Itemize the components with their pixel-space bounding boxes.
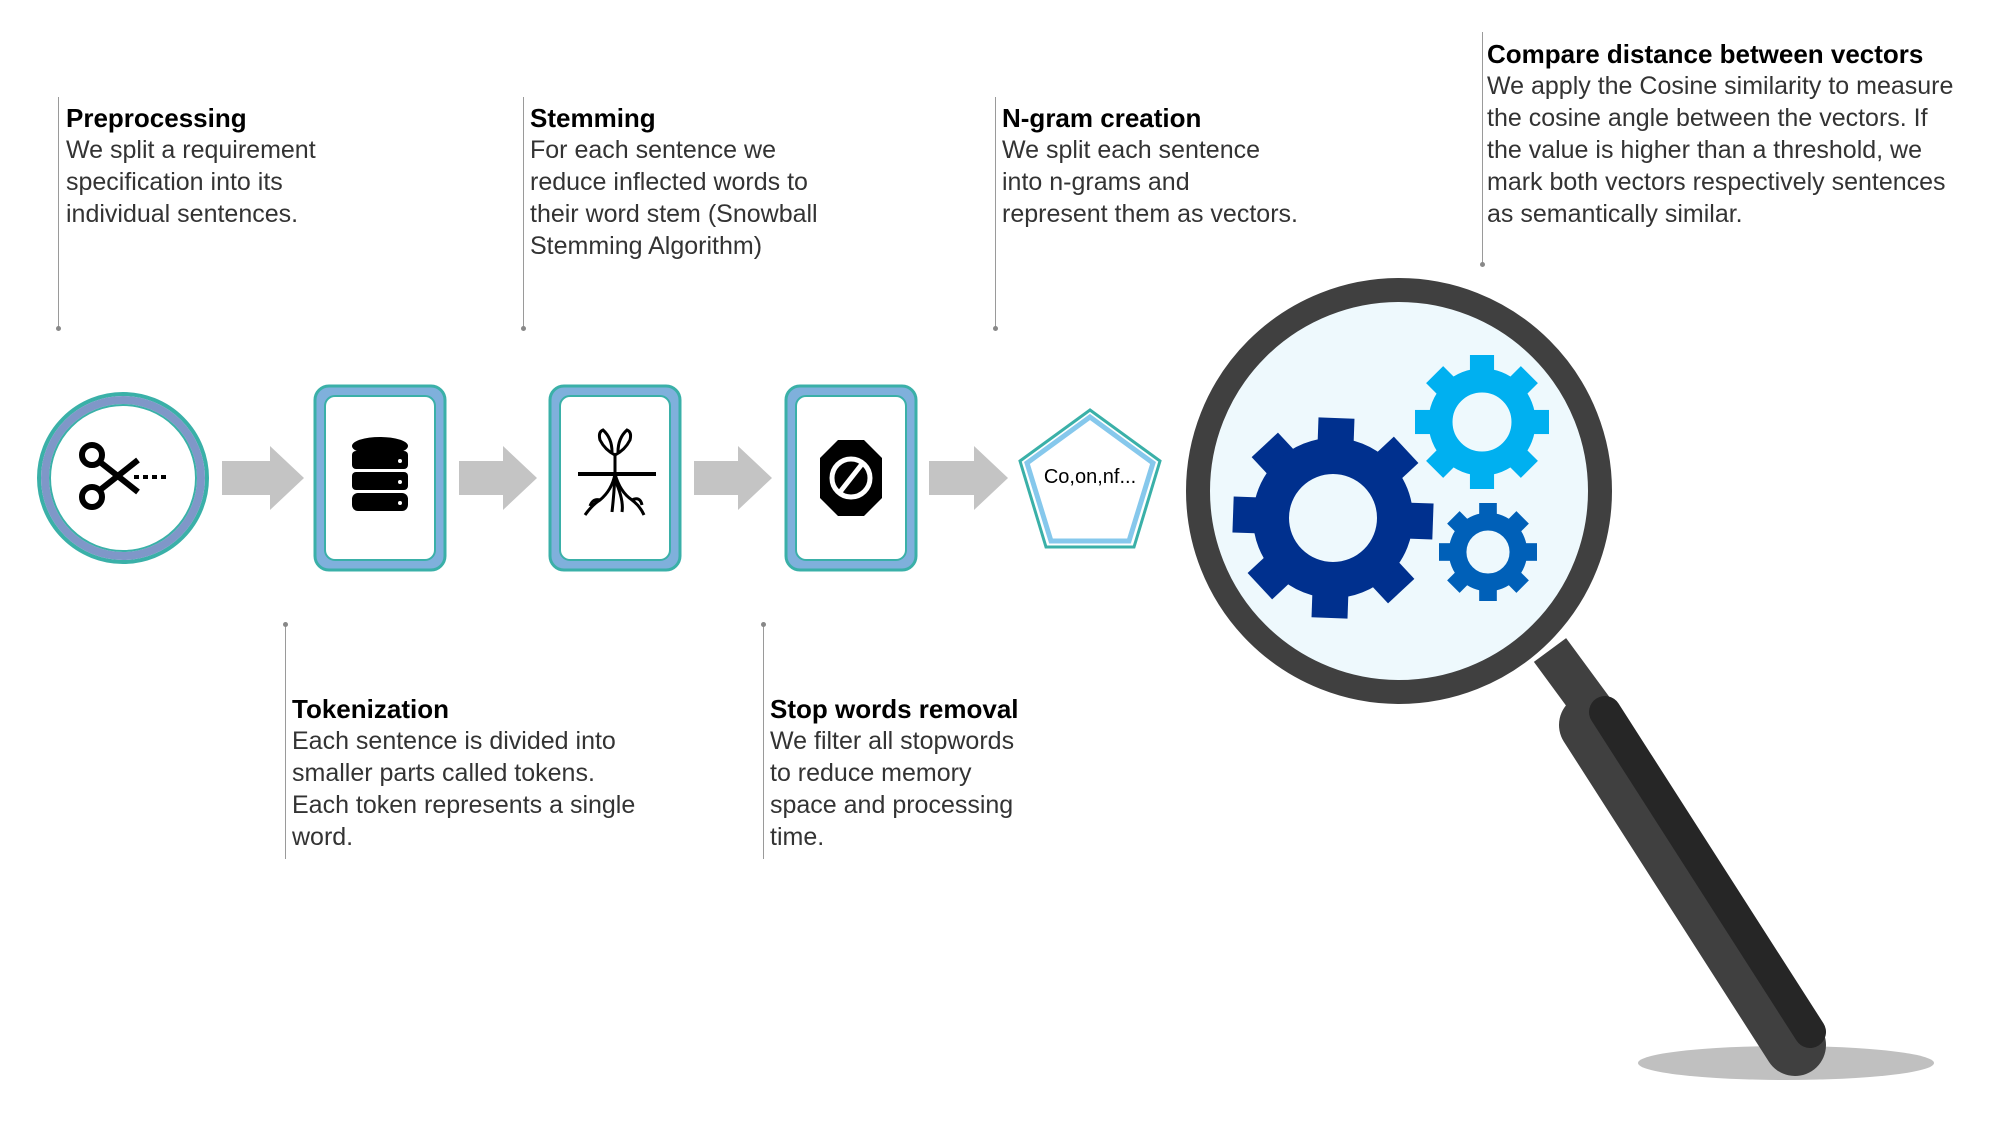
gear-ring [1253,438,1413,598]
step-title: Tokenization [292,694,449,724]
pentagon-label: Co,on,nf... [1043,466,1137,488]
step-tokenization: Tokenization Each sentence is divided in… [292,693,635,853]
step-stemming: Stemming For each sentence we reduce inf… [530,102,818,262]
step-text-line: as semantically similar. [1487,200,1743,228]
database-icon [352,437,408,511]
gear-tooth [1368,436,1419,487]
step-text-line: into n-grams and [1002,168,1190,196]
connector-tokenization [283,622,288,859]
gear-tooth [1426,366,1461,401]
arrow-3 [694,446,772,510]
step-title: Preprocessing [66,103,247,133]
arrow-4 [929,446,1008,510]
step-text-line: We split each sentence [1002,136,1261,164]
gear-tooth [1247,549,1298,600]
connector-ngram [993,97,998,331]
step-text-line: mark both vectors respectively sentences [1487,168,1946,196]
step-stopwords: Stop words removal We filter all stopwor… [770,693,1019,853]
tokenization-node [313,384,447,572]
ngram-node [1018,408,1162,549]
arrow-2 [459,446,537,510]
stemming-node [548,384,682,572]
step-text-line: their word stem (Snowball [530,200,818,228]
step-title: Stemming [530,103,656,133]
step-text-line: We filter all stopwords [770,727,1015,755]
step-text-line: For each sentence we [530,136,776,164]
stop-sign-icon [820,440,882,516]
gear-tooth [1503,366,1538,401]
gear-icon-light [1415,355,1549,489]
step-compare: Compare distance between vectors We appl… [1487,38,1953,230]
gear-icon-small [1439,503,1537,601]
step-text-line: time. [770,823,825,851]
plant-roots-icon [578,428,656,516]
step-text-line: the cosine angle between the vectors. If [1487,104,1928,132]
arrows [222,446,1008,510]
step-text-line: smaller parts called tokens. [292,759,595,787]
connector-stopwords [761,622,766,859]
scissors-icon [79,442,168,510]
step-text-line: word. [292,823,354,851]
step-text-line: Stemming Algorithm) [530,232,763,260]
gear-tooth [1251,432,1302,483]
magnifier-icon [1186,278,1934,1080]
step-ngram: N-gram creation We split each sentence i… [1002,102,1298,230]
step-title: Stop words removal [770,694,1019,724]
step-text-line: to reduce memory [770,759,972,787]
gear-tooth [1364,553,1415,604]
gear-icon-large [1232,417,1434,619]
step-text-line: specification into its [66,168,283,196]
gear-ring [1428,368,1536,476]
stopwords-node [784,384,918,572]
gear-tooth [1426,443,1461,478]
step-title: Compare distance between vectors [1487,39,1924,69]
step-title: N-gram creation [1002,103,1202,133]
connector-preprocessing [56,97,61,331]
step-text-line: We apply the Cosine similarity to measur… [1487,72,1954,100]
step-text-line: Each sentence is divided into [292,727,616,755]
arrow-1 [222,446,304,510]
gear-ring [1448,512,1528,592]
step-text-line: Each token represents a single [292,791,636,819]
step-text-line: space and processing [770,791,1014,819]
connector-compare [1480,32,1485,267]
preprocessing-node [37,392,209,564]
step-text-line: We split a requirement [66,136,316,164]
step-text-line: reduce inflected words to [530,168,808,196]
gear-tooth [1503,443,1538,478]
step-text-line: individual sentences. [66,200,299,228]
step-text-line: the value is higher than a threshold, we [1487,136,1922,164]
connector-stemming [521,97,526,331]
step-preprocessing: Preprocessing We split a requirement spe… [66,102,316,230]
step-text-line: represent them as vectors. [1002,200,1298,228]
